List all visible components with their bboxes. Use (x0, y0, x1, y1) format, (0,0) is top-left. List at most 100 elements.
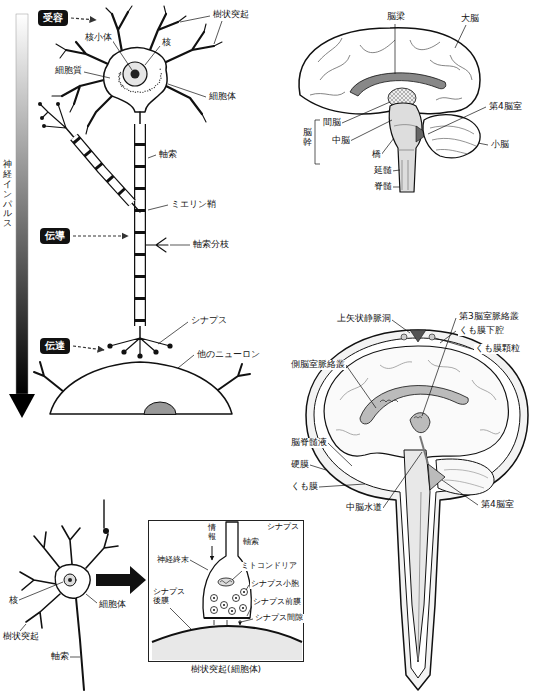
leader-lines (381, 138, 394, 155)
part-label: 脳梁 (386, 12, 406, 22)
part-label: シナプス間隙 (254, 614, 304, 623)
neuron-illustration (120, 82, 121, 83)
stage-pointer (71, 18, 96, 20)
leader-lines (148, 155, 156, 158)
synapse-illustration (242, 607, 244, 609)
leader-lines (148, 205, 168, 210)
impulse-arrow (9, 394, 35, 418)
neuron-illustration (50, 362, 232, 414)
neuron-illustration (118, 81, 119, 82)
neuron-illustration (74, 137, 132, 203)
neuron-illustration (140, 92, 141, 93)
neuron-illustration (150, 90, 151, 91)
neuron-illustration (42, 124, 46, 128)
neuron-illustration (88, 96, 112, 126)
neuron-illustration (118, 76, 119, 77)
vertical-label: 神経インパルス (2, 160, 13, 229)
part-label: 中脳 (331, 136, 351, 146)
neuron-illustration (123, 86, 124, 87)
part-label: 細胞体 (98, 600, 127, 610)
leader-lines (19, 582, 97, 657)
small-neuron-illustration (64, 574, 76, 586)
neuron-illustration (135, 124, 145, 326)
csf-illustration (444, 469, 488, 488)
neuron-illustration (126, 88, 127, 89)
part-label: 核 (161, 38, 172, 48)
part-label: 樹状突起 (212, 10, 250, 20)
leader-lines (392, 320, 410, 333)
leader-lines (232, 571, 242, 580)
leader-lines (178, 355, 194, 368)
part-label: 脳脊髄液 (290, 438, 328, 448)
neuron-illustration (123, 62, 147, 86)
part-label: シナプス小胞 (250, 580, 300, 589)
neuron-illustration (160, 77, 161, 78)
leader-lines (180, 16, 222, 44)
stage-box: 伝達 (40, 338, 70, 354)
neuron-illustration (154, 87, 155, 88)
synapse-illustration (229, 608, 236, 615)
part-label: 脊髄 (373, 182, 393, 192)
synapse-illustration (211, 607, 218, 614)
neuron-illustration (119, 78, 120, 79)
csf-illustration (410, 330, 426, 342)
leader-lines (19, 582, 63, 600)
synapse-illustration (235, 597, 237, 599)
synapse-illustration (240, 605, 247, 612)
neuron-illustration (104, 48, 167, 112)
small-neuron-illustration (76, 598, 84, 690)
part-label: 第4脳室 (488, 102, 523, 112)
neuron-illustration (151, 88, 152, 89)
leader-lines (428, 107, 486, 134)
csf-illustration (404, 450, 430, 662)
leader-lines (315, 24, 488, 187)
neuron-illustration (107, 343, 112, 348)
node-text: 受容 (43, 12, 63, 24)
part-label: シナプス前膜 (252, 598, 302, 607)
leader-lines (170, 245, 190, 246)
part-label: 側脳室脈絡叢 (290, 360, 346, 370)
leader-lines (190, 560, 208, 570)
neuron-illustration (135, 92, 136, 93)
neuron-illustration (161, 73, 162, 74)
synapse-illustration (213, 597, 215, 599)
neuron-illustration (137, 91, 138, 92)
part-label: 間脳 (322, 118, 342, 128)
stage-box: 受容 (38, 10, 68, 26)
neuron-illustration (157, 83, 158, 84)
part-label: 大脳 (460, 14, 480, 24)
leader-lines (319, 484, 365, 487)
synapse-illustration (152, 626, 302, 642)
neuron-illustration (74, 137, 132, 203)
neuron-illustration (160, 75, 161, 76)
leader-lines (310, 465, 326, 470)
neuron-illustration (107, 343, 172, 358)
csf-illustration (380, 400, 398, 402)
csf-illustration (410, 413, 430, 433)
part-label: 橋 (371, 150, 382, 160)
part-label: 神経終末 (156, 556, 190, 565)
neuron-illustration (149, 89, 150, 90)
neuron-illustration (66, 128, 140, 212)
node-text: シナプス (266, 523, 300, 532)
synapse-illustration (214, 620, 240, 625)
part-label: 軸索分枝 (192, 240, 230, 250)
part-label: 核 (8, 596, 19, 606)
leader-lines (435, 338, 472, 349)
part-label: くも膜下腔 (458, 326, 505, 336)
leader-lines (440, 331, 456, 343)
neuron-illustration (56, 102, 60, 106)
neuron-illustration (159, 80, 160, 81)
neuron-illustration (137, 353, 142, 358)
small-neuron-illustration (55, 565, 90, 599)
small-neuron-illustration (96, 566, 146, 594)
leader-lines (86, 594, 97, 603)
neuron-illustration (131, 70, 140, 79)
neuron-illustration (166, 86, 202, 114)
small-neuron-illustration (68, 578, 72, 582)
leader-lines (170, 608, 192, 630)
neuron-illustration (66, 42, 108, 64)
neuron-illustration (166, 32, 214, 62)
part-label: 硬膜 (290, 460, 310, 470)
